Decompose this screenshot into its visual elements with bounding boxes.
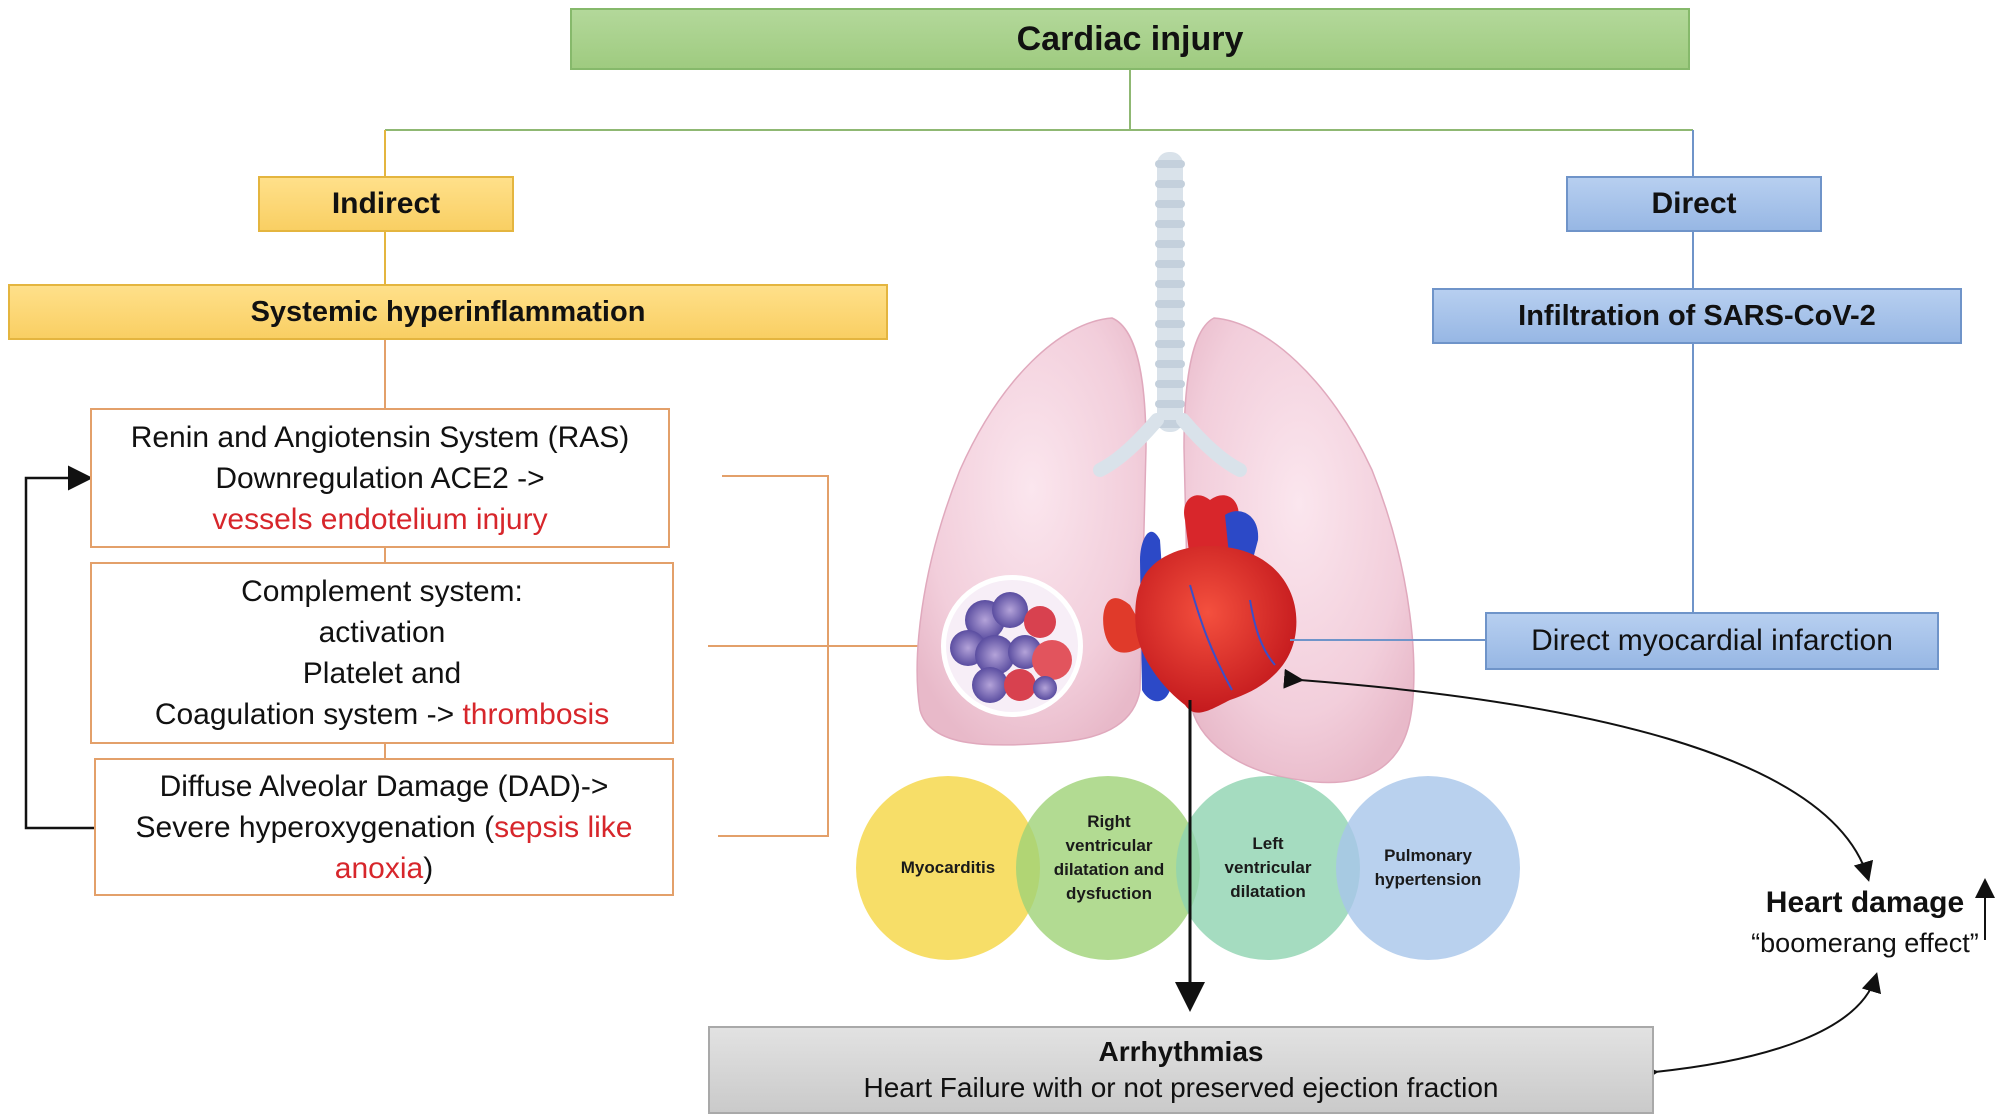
direct-label: Direct	[1651, 187, 1737, 220]
dad-line3-red: anoxia	[334, 851, 424, 885]
circle-right-ventricular	[1016, 776, 1200, 960]
dad-line2-red: sepsis like	[494, 810, 633, 844]
pulmonary-hypertension-label: Pulmonary hypertension	[1374, 846, 1482, 889]
heart-damage-subtitle: “boomerang effect”	[1751, 928, 1979, 958]
right-ventricular-label: Right ventricular dilatation and dysfuct…	[1053, 812, 1165, 903]
complement-line4-prefix: Coagulation system ->	[154, 698, 463, 731]
heart-damage-title: Heart damage	[1765, 886, 1965, 919]
infiltration-box: Infiltration of SARS-CoV-2	[1432, 288, 1962, 344]
myocarditis-label: Myocarditis	[900, 858, 996, 877]
indirect-label: Indirect	[331, 187, 441, 220]
tree-connectors	[385, 70, 1693, 131]
trachea	[1155, 152, 1185, 432]
indirect-box: Indirect	[258, 176, 514, 232]
feedback-arrow	[24, 465, 94, 830]
direct-infarction-box: Direct myocardial infarction	[1485, 612, 1939, 670]
dad-line2: Severe hyperoxygenation (sepsis like	[136, 807, 633, 848]
ras-line1: Renin and Angiotensin System (RAS)	[130, 420, 630, 454]
dad-box: Diffuse Alveolar Damage (DAD)-> Severe h…	[94, 758, 674, 896]
complement-line4-red: thrombosis	[462, 698, 610, 731]
complement-box: Complement system: activation Platelet a…	[90, 562, 674, 744]
left-ventricular-label: Left ventricular dilatation	[1224, 834, 1312, 901]
dad-line2-prefix: Severe hyperoxygenation (	[135, 810, 495, 844]
systemic-hyperinflammation-label: Systemic hyperinflammation	[250, 295, 646, 328]
dad-line3: anoxia)	[335, 848, 433, 889]
complement-line1: Complement system:	[241, 575, 523, 608]
indirect-bracket	[708, 475, 829, 837]
boomerang-arrow-bottom	[1638, 972, 1882, 1084]
dad-line3-suffix: )	[423, 851, 434, 885]
circle-myocarditis	[856, 776, 1040, 960]
complement-line3: Platelet and	[302, 657, 462, 690]
systemic-hyperinflammation-box: Systemic hyperinflammation	[8, 284, 888, 340]
ras-line3: vessels endotelium injury	[212, 502, 548, 536]
arrhythmias-box: Arrhythmias Heart Failure with or not pr…	[708, 1026, 1654, 1114]
complement-line4: Coagulation system -> thrombosis	[155, 694, 609, 735]
complement-line2: activation	[318, 616, 446, 649]
infiltration-label: Infiltration of SARS-CoV-2	[1518, 299, 1876, 332]
dad-line1: Diffuse Alveolar Damage (DAD)->	[159, 769, 609, 803]
direct-infarction-label: Direct myocardial infarction	[1531, 624, 1893, 657]
arrhythmias-subtitle: Heart Failure with or not preserved ejec…	[863, 1072, 1499, 1103]
alveoli-inset	[941, 575, 1083, 717]
cardiac-injury-box: Cardiac injury	[570, 8, 1690, 70]
direct-box: Direct	[1566, 176, 1822, 232]
heart-illustration	[1103, 495, 1297, 713]
ras-line2: Downregulation ACE2 ->	[215, 461, 545, 495]
boomerang-arrow-top	[1283, 668, 1873, 882]
arrhythmias-title: Arrhythmias	[1098, 1036, 1264, 1067]
ras-box: Renin and Angiotensin System (RAS) Downr…	[90, 408, 670, 548]
cardiac-injury-label: Cardiac injury	[1016, 19, 1244, 58]
